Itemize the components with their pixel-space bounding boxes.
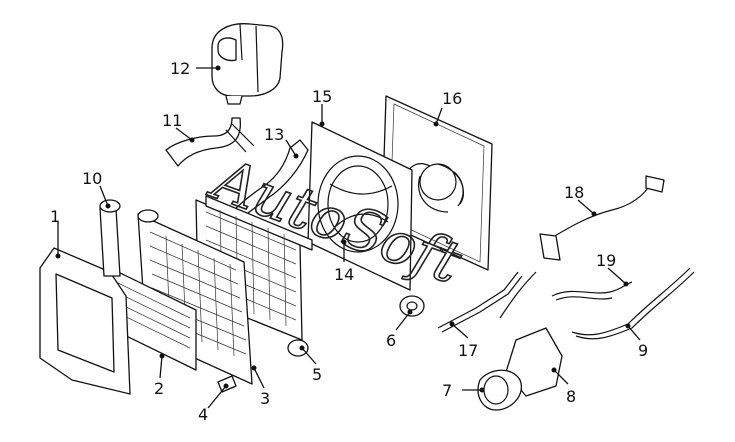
callout-3: 3 — [260, 389, 270, 408]
callout-18: 18 — [564, 183, 584, 202]
callout-2: 2 — [154, 379, 164, 398]
sensor-pipe — [437, 271, 537, 333]
upper-mount — [399, 295, 425, 317]
callout-13: 13 — [264, 125, 284, 144]
callout-6: 6 — [386, 331, 396, 350]
callout-15: 15 — [312, 87, 332, 106]
callout-19: 19 — [596, 251, 616, 270]
fan-harness — [539, 175, 665, 261]
callout-1: 1 — [50, 207, 60, 226]
expansion-tank — [211, 23, 284, 105]
callout-11: 11 — [162, 111, 182, 130]
callout-7: 7 — [442, 381, 452, 400]
upper-hose — [165, 117, 255, 167]
ac-pipe-upper — [551, 281, 633, 301]
coolant-pump — [477, 327, 563, 411]
radiator-seal — [39, 247, 131, 395]
rubber-mount — [287, 339, 309, 357]
callout-14: 14 — [334, 265, 354, 284]
callout-8: 8 — [566, 387, 576, 406]
callout-10: 10 — [82, 169, 102, 188]
callout-17: 17 — [458, 341, 478, 360]
callout-5: 5 — [312, 365, 322, 384]
callout-16: 16 — [442, 89, 462, 108]
callout-12: 12 — [170, 59, 190, 78]
mounting-bracket — [99, 199, 121, 277]
callout-4: 4 — [198, 405, 208, 424]
callout-9: 9 — [638, 341, 648, 360]
leader-lines — [55, 65, 641, 409]
fan-shroud — [307, 121, 413, 291]
ac-pipe-lower — [571, 267, 695, 340]
